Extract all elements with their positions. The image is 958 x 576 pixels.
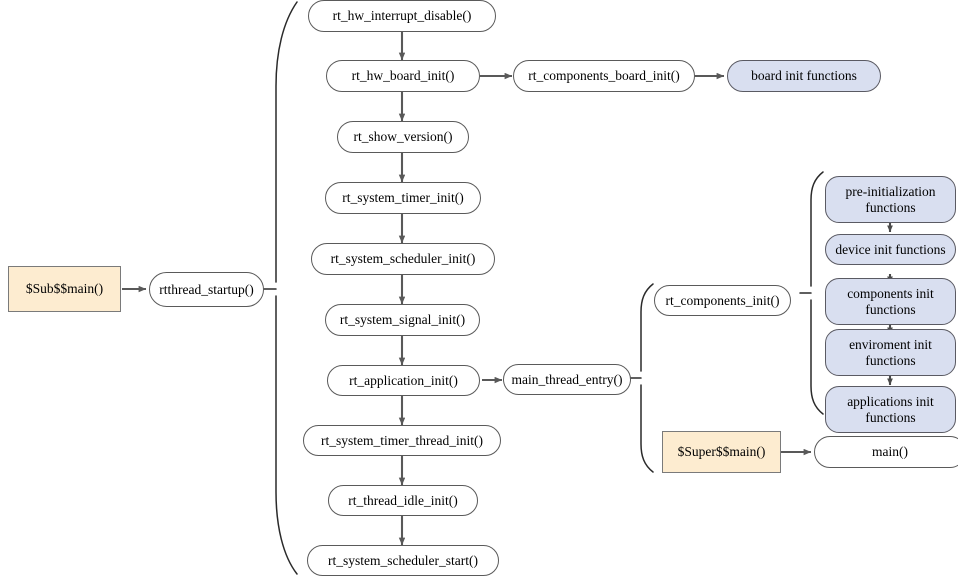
node-rt-system-scheduler-start[interactable]: rt_system_scheduler_start()	[307, 545, 499, 576]
node-rt-system-signal-init[interactable]: rt_system_signal_init()	[325, 304, 480, 336]
node-rt-components-board-init-label: rt_components_board_init()	[528, 68, 680, 84]
node-rt-components-board-init[interactable]: rt_components_board_init()	[513, 60, 695, 92]
node-rt-system-timer-init-label: rt_system_timer_init()	[342, 190, 464, 206]
node-rt-system-scheduler-start-label: rt_system_scheduler_start()	[328, 552, 478, 568]
node-applications-init-functions[interactable]: applications init functions	[825, 386, 956, 433]
node-rt-system-scheduler-init-label: rt_system_scheduler_init()	[330, 251, 476, 267]
node-rt-hw-board-init-label: rt_hw_board_init()	[351, 68, 455, 84]
node-rt-system-signal-init-label: rt_system_signal_init()	[339, 312, 466, 328]
node-rt-application-init[interactable]: rt_application_init()	[327, 365, 480, 396]
node-main-label: main()	[872, 444, 908, 460]
node-rtthread-startup[interactable]: rtthread_startup()	[149, 272, 264, 307]
node-device-init-functions-label: device init functions	[835, 241, 946, 257]
node-components-init-functions-label: components init functions	[847, 286, 934, 317]
node-rt-components-init-label: rt_components_init()	[665, 292, 780, 308]
node-rt-components-init[interactable]: rt_components_init()	[654, 285, 791, 316]
brace-startup-column	[275, 1, 298, 575]
brace-components-init-group	[810, 171, 824, 415]
node-main-thread-entry[interactable]: main_thread_entry()	[503, 364, 631, 395]
node-rtthread-startup-label: rtthread_startup()	[159, 281, 254, 297]
node-pre-initialization-functions-label: pre-initialization functions	[845, 184, 936, 215]
node-board-init-functions[interactable]: board init functions	[727, 60, 881, 92]
node-rt-thread-idle-init[interactable]: rt_thread_idle_init()	[328, 485, 478, 516]
node-sub-main[interactable]: $Sub$$main()	[8, 266, 121, 312]
brace-mainentry-group	[640, 283, 654, 473]
node-rt-show-version[interactable]: rt_show_version()	[337, 121, 469, 153]
node-rt-show-version-label: rt_show_version()	[353, 129, 453, 145]
node-main[interactable]: main()	[814, 436, 958, 468]
node-sub-main-label: $Sub$$main()	[25, 281, 104, 297]
node-enviroment-init-functions-label: enviroment init functions	[849, 337, 932, 368]
node-rt-hw-interrupt-disable-label: rt_hw_interrupt_disable()	[332, 8, 472, 24]
node-main-thread-entry-label: main_thread_entry()	[511, 371, 623, 387]
node-rt-system-timer-thread-init-label: rt_system_timer_thread_init()	[321, 432, 483, 448]
node-applications-init-functions-label: applications init functions	[847, 394, 934, 425]
node-rt-system-timer-thread-init[interactable]: rt_system_timer_thread_init()	[303, 425, 501, 456]
node-rt-thread-idle-init-label: rt_thread_idle_init()	[348, 492, 458, 508]
node-enviroment-init-functions[interactable]: enviroment init functions	[825, 329, 956, 376]
node-super-main-label: $Super$$main()	[677, 444, 766, 460]
node-pre-initialization-functions[interactable]: pre-initialization functions	[825, 176, 956, 223]
node-board-init-functions-label: board init functions	[751, 68, 857, 84]
node-rt-hw-interrupt-disable[interactable]: rt_hw_interrupt_disable()	[308, 0, 496, 32]
node-super-main[interactable]: $Super$$main()	[662, 431, 781, 473]
node-rt-system-timer-init[interactable]: rt_system_timer_init()	[325, 182, 481, 214]
node-rt-application-init-label: rt_application_init()	[349, 372, 458, 388]
node-rt-system-scheduler-init[interactable]: rt_system_scheduler_init()	[311, 243, 495, 275]
node-device-init-functions[interactable]: device init functions	[825, 234, 956, 265]
node-components-init-functions[interactable]: components init functions	[825, 278, 956, 325]
node-rt-hw-board-init[interactable]: rt_hw_board_init()	[326, 60, 480, 92]
